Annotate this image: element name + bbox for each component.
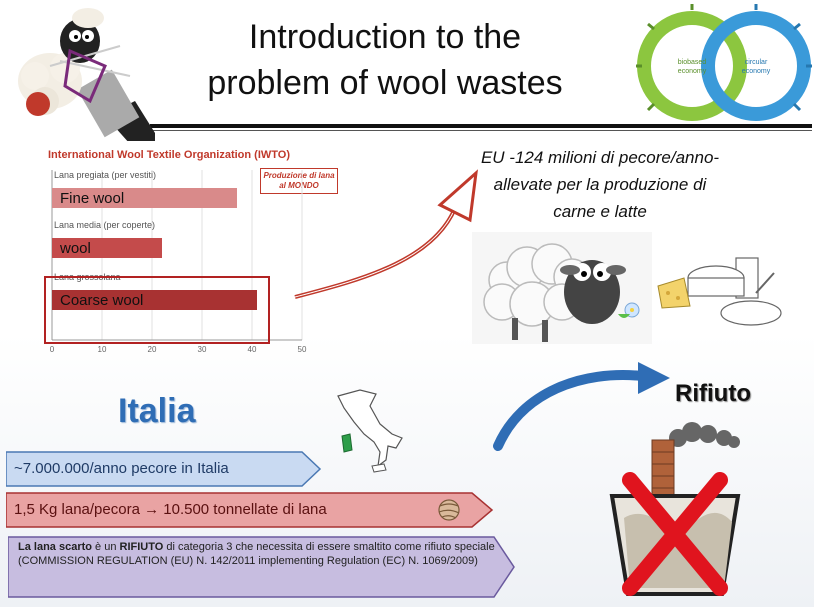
chart-bar [52,238,162,258]
red-arrow-icon [294,169,478,299]
waste-regulation-text: La lana scarto è un RIFIUTO di categoria… [18,540,518,568]
eu-sheep-text: EU -124 milioni di pecore/anno- allevate… [420,144,780,225]
chart-category-label: Lana pregiata (per vestiti) [54,170,156,180]
wool-amount-banner [6,492,494,528]
eu-line-2: allevate per la produzione di [493,175,707,194]
chart-bar-overlay-label: wool [59,240,91,257]
waste-bin-crossed-image [609,422,741,596]
chart-x-tick-label: 50 [298,345,307,354]
chart-x-tick-label: 30 [198,345,207,354]
chart-legend: Produzione di lana al MONDO [260,168,338,194]
cheese-milk-sketch-image [657,257,782,326]
chart-category-label: Lana media (per coperte) [54,220,155,230]
chart-x-tick-label: 0 [50,345,55,354]
italy-map-image [337,389,403,473]
svg-text:economy: economy [742,68,771,75]
chart-x-tick-label: 40 [248,345,257,354]
chart-bar [52,290,257,310]
chart-title: International Wool Textile Organization … [48,149,291,161]
svg-text:circular: circular [745,59,768,66]
svg-text:biobased: biobased [678,59,707,66]
chart-bar-overlay-label: Fine wool [60,190,124,207]
note-text-1: è un [91,541,120,553]
chart-x-tick-label: 10 [98,345,107,354]
title-line-1: Introduction to the [248,18,522,56]
svg-text:economy: economy [678,68,707,75]
sheep-cartoon-image [472,232,652,344]
wool-amount-text: 1,5 Kg lana/pecora → 10.500 tonnellate d… [14,501,327,518]
title-divider [150,124,812,128]
sheep-count-text: ~7.000.000/anno pecore in Italia [14,460,229,477]
blue-arrow-icon [493,362,670,451]
rifiuto-heading: Rifiuto [675,380,751,407]
note-bold-1: La lana scarto [18,541,92,553]
knitting-sheep-image [18,8,155,141]
bioeconomy-circular-logo: biobased economy circular economy [636,4,812,121]
chart-x-tick-label: 20 [148,345,157,354]
sheep-count-banner [6,451,322,487]
title-line-2: problem of wool wastes [207,64,563,102]
slide-title: Introduction to the problem of wool wast… [150,14,620,106]
eu-line-3: carne e latte [553,202,647,221]
chart-bar [52,188,237,208]
note-bold-2: RIFIUTO [119,541,164,553]
note-text-2: di categoria 3 che necessita di essere s… [18,541,495,567]
italia-heading: Italia [118,392,196,430]
title-divider-thin [150,130,812,131]
coarse-wool-highlight-box [44,276,270,344]
waste-regulation-banner [8,536,515,598]
eu-line-1: EU -124 milioni di pecore/anno- [480,148,720,167]
chart-bar-overlay-label: Coarse wool [60,292,143,309]
